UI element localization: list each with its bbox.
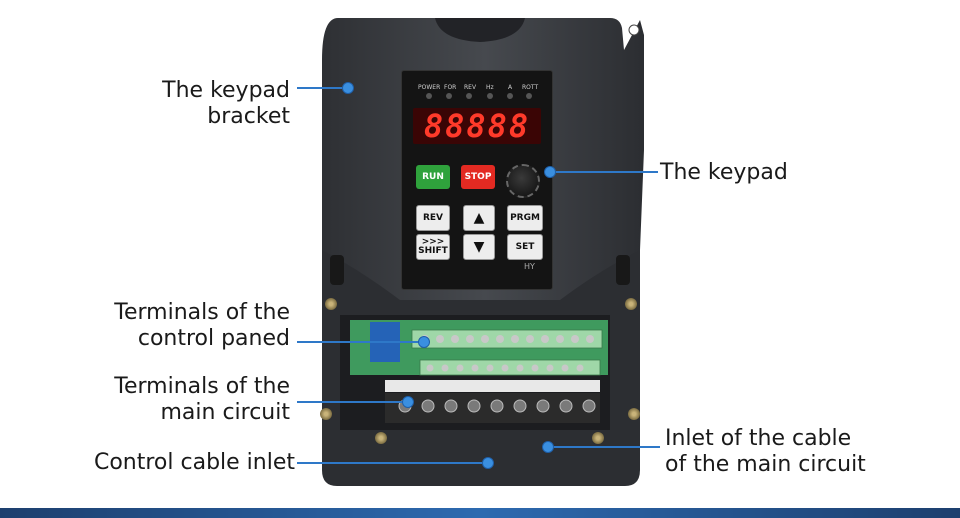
footer-band — [0, 508, 960, 518]
screw-icon — [592, 432, 604, 444]
callout-line — [297, 87, 347, 89]
callout-line — [297, 462, 487, 464]
callout-line — [548, 446, 660, 448]
indicator-led — [507, 93, 513, 99]
callout-control-inlet: Control cable inlet — [93, 450, 295, 475]
indicator-led — [446, 93, 452, 99]
screw-icon — [628, 408, 640, 420]
callout-dot — [544, 166, 556, 178]
callout-dot — [402, 396, 414, 408]
callout-keypad-bracket: The keypad bracket — [162, 78, 290, 129]
indicator-led — [526, 93, 532, 99]
rev-button[interactable]: REV — [416, 205, 450, 231]
shift-button[interactable]: >>> SHIFT — [416, 234, 450, 260]
indicator-label-rott: ROTT — [522, 84, 539, 91]
callout-dot — [418, 336, 430, 348]
indicator-label-power: POWER — [418, 84, 441, 91]
callout-dot — [542, 441, 554, 453]
brand-label: HY — [524, 262, 535, 271]
callout-dot — [482, 457, 494, 469]
callout-main-terminals: Terminals of the main circuit — [114, 374, 290, 425]
led-display: 88888 — [413, 107, 541, 145]
callout-control-terminals: Terminals of the control paned — [114, 300, 290, 351]
run-button[interactable]: RUN — [416, 165, 450, 189]
indicator-led — [466, 93, 472, 99]
set-button[interactable]: SET — [507, 234, 543, 260]
screw-icon — [320, 408, 332, 420]
speed-knob[interactable] — [506, 164, 540, 198]
callout-main-inlet: Inlet of the cable of the main circuit — [665, 426, 866, 477]
indicator-label-for: FOR — [444, 84, 457, 91]
prgm-button[interactable]: PRGM — [507, 205, 543, 231]
callout-line — [297, 401, 407, 403]
indicator-label-rev: REV — [464, 84, 477, 91]
callout-keypad: The keypad — [660, 160, 788, 185]
shift-label: SHIFT — [418, 246, 448, 256]
shift-arrows-icon: >>> — [421, 237, 445, 247]
screw-icon — [325, 298, 337, 310]
down-arrow-button[interactable]: ▼ — [463, 234, 495, 260]
screw-icon — [375, 432, 387, 444]
up-arrow-button[interactable]: ▲ — [463, 205, 495, 231]
stop-button[interactable]: STOP — [461, 165, 495, 189]
callout-dot — [342, 82, 354, 94]
screw-icon — [625, 298, 637, 310]
callout-line — [548, 171, 658, 173]
indicator-led — [426, 93, 432, 99]
indicator-label-hz: Hz — [486, 84, 494, 91]
indicator-label-a: A — [508, 84, 513, 91]
indicator-led — [487, 93, 493, 99]
callout-line — [297, 341, 422, 343]
